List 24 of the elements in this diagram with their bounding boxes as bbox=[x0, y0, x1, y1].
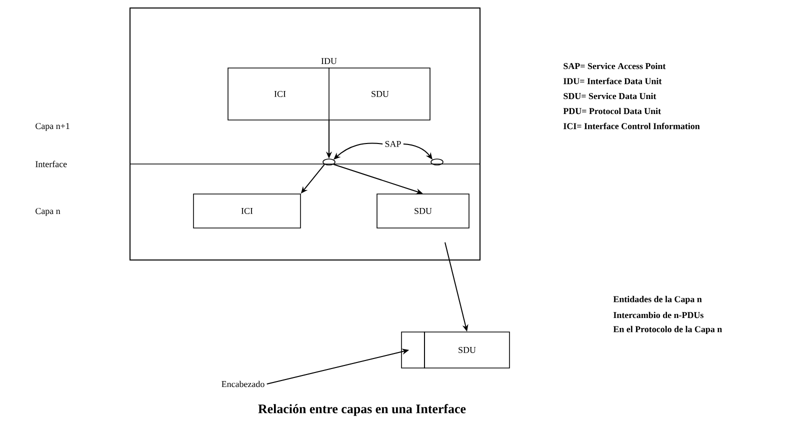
data-box bbox=[401, 332, 425, 368]
note-text: Entidades de la Capa n bbox=[613, 296, 702, 304]
note-text: Interface bbox=[36, 160, 67, 168]
note-text: ICI= Interface Control Information bbox=[564, 122, 700, 130]
note-text: Capa n+1 bbox=[36, 123, 70, 131]
data-box: SDU bbox=[376, 194, 470, 228]
text-label: ICI bbox=[274, 90, 286, 97]
sap-point bbox=[322, 158, 336, 166]
note-text: Intercambio de n-PDUs bbox=[614, 312, 704, 318]
note-text: PDU= Protocol Data Unit bbox=[563, 108, 661, 114]
note-text: IDU= Interface Data Unit bbox=[564, 78, 662, 84]
text-label: SDU bbox=[372, 90, 389, 97]
note-text: En el Protocolo de la Capa n bbox=[613, 326, 722, 334]
text-label: Encabezado bbox=[222, 380, 264, 388]
note-text: Capa n bbox=[36, 208, 60, 216]
note-text: SDU= Service Data Unit bbox=[564, 92, 656, 100]
layer-frame bbox=[130, 8, 480, 260]
caption: Relación entre capas en una Interface bbox=[258, 404, 466, 416]
text-label: SAP bbox=[385, 140, 401, 147]
note-text: SAP= Service Access Point bbox=[564, 62, 666, 70]
sap-point bbox=[430, 158, 444, 166]
data-box: ICI bbox=[193, 194, 301, 228]
data-box: SDU bbox=[424, 332, 510, 368]
node-label: IDU bbox=[321, 58, 337, 64]
